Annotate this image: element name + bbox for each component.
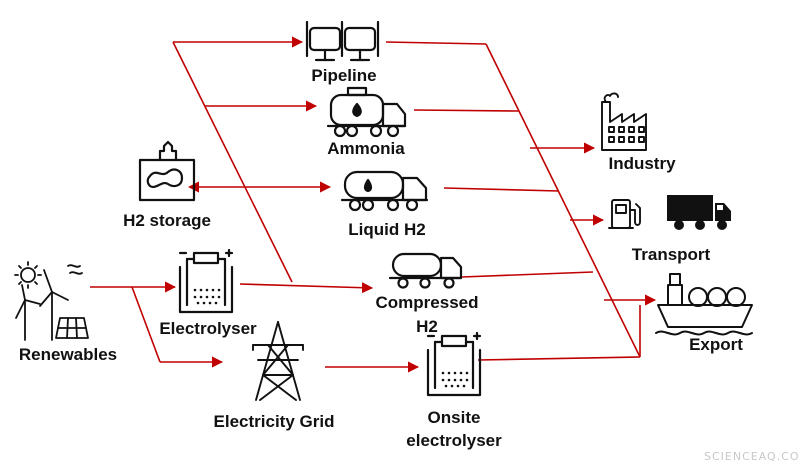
compressed-h2-label-line1: Compressed: [375, 293, 479, 312]
watermark-text: SCIENCEAQ.COM: [704, 450, 800, 463]
delivery-truck-icon: [667, 195, 731, 230]
onsite-electrolyser-label-line2: electrolyser: [406, 431, 502, 450]
supply-diagonal-line: [172, 41, 293, 283]
onsite-out-line: [477, 356, 641, 361]
electricity-pylon-icon: [252, 321, 304, 401]
onsite-electrolyser-icon: [426, 331, 482, 397]
pipeline-icon: [305, 20, 380, 62]
onsite-electrolyser-label-line1: Onsite: [427, 408, 481, 427]
electrolyser-icon: [178, 248, 234, 314]
electrolyser-label: Electrolyser: [159, 319, 257, 338]
fuel-pump-icon: [608, 199, 641, 229]
renewables-icon: [14, 261, 89, 341]
arrow-electrolyser-to-compressed: [239, 282, 374, 294]
renewables-to-grid-line: [131, 286, 161, 363]
compressed-h2-truck-icon: [388, 252, 463, 289]
liquid-h2-label: Liquid H2: [348, 220, 426, 239]
distribution-diagonal-line: [485, 43, 641, 358]
renewables-label: Renewables: [18, 345, 118, 364]
electricity-grid-label: Electricity Grid: [213, 412, 335, 431]
compressed-h2-label-line2: H2: [416, 317, 438, 336]
ammonia-truck-icon: [326, 86, 407, 138]
liquid-h2-truck-icon: [340, 170, 429, 212]
ship-icon: [655, 273, 753, 336]
industry-label: Industry: [608, 154, 676, 173]
export-label: Export: [689, 335, 743, 354]
flow-lines: [90, 36, 657, 373]
ammonia-label: Ammonia: [327, 139, 405, 158]
pipeline-out-line: [385, 41, 487, 45]
h2-storage-icon: [138, 140, 196, 202]
liquid-out-line: [443, 187, 560, 192]
pipeline-label: Pipeline: [311, 66, 377, 85]
ammonia-out-line: [413, 109, 520, 112]
h2-storage-label: H2 storage: [123, 211, 211, 230]
transport-label: Transport: [631, 245, 711, 264]
compressed-out-line: [461, 271, 594, 278]
factory-icon: [601, 92, 647, 151]
